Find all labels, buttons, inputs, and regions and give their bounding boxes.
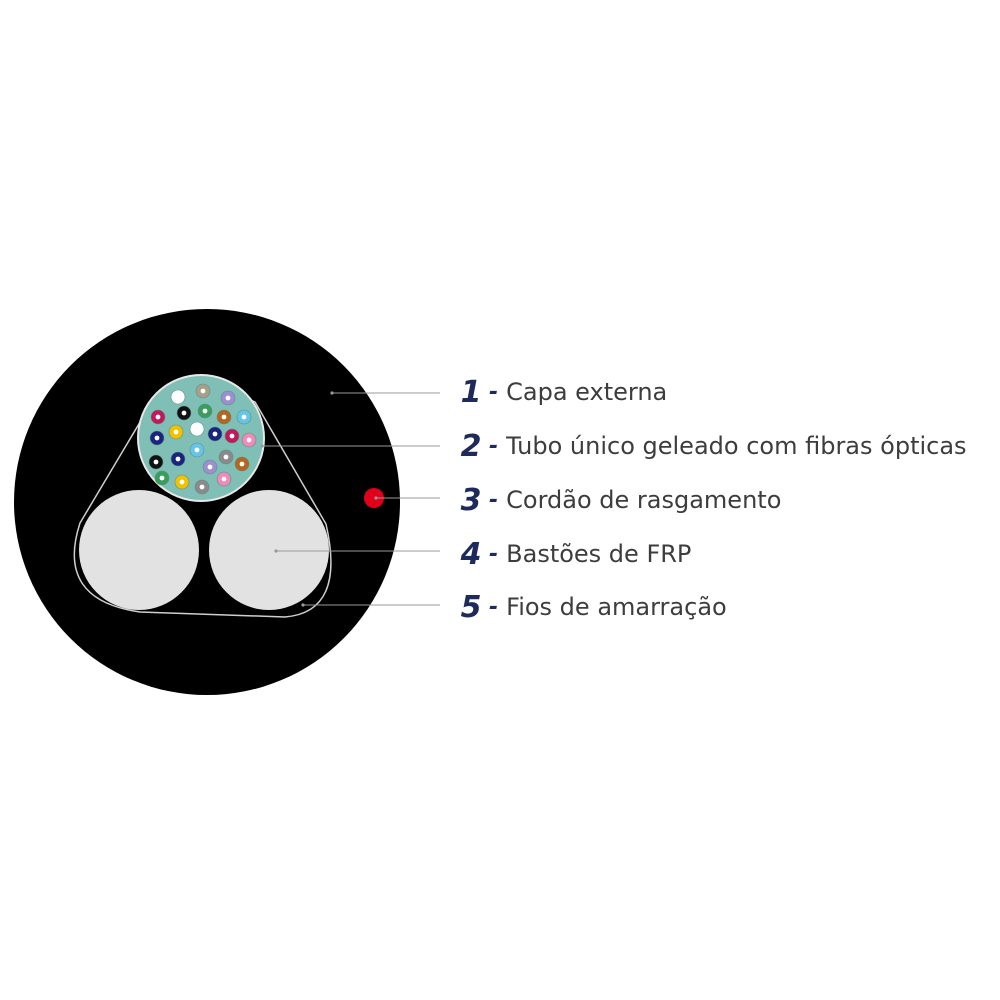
fiber-core [246, 437, 252, 443]
fiber-core [194, 426, 200, 432]
legend-number: 4 [460, 536, 482, 572]
frp-rod-left [79, 490, 199, 610]
leader-endpoint [260, 444, 264, 448]
optical-fibers [148, 383, 257, 495]
legend-label: Fios de amarração [506, 593, 727, 621]
legend-item-binder-yarns: 5 - Fios de amarração [458, 585, 727, 629]
fiber-core [199, 484, 205, 490]
fiber-core [175, 456, 181, 462]
legend-label: Tubo único geleado com fibras ópticas [506, 432, 967, 460]
legend-number: 3 [460, 482, 482, 518]
legend-item-outer-jacket: 1 - Capa externa [458, 370, 668, 414]
leader-endpoint [301, 603, 305, 607]
fiber-core [221, 476, 227, 482]
legend-number: 5 [460, 589, 482, 625]
legend-dash: - [489, 433, 499, 459]
fiber-core [155, 414, 161, 420]
gel-filled-tube [137, 374, 265, 502]
leader-endpoint [274, 549, 278, 553]
fiber-core [179, 479, 185, 485]
legend-item-gel-tube: 2 - Tubo único geleado com fibras óptica… [458, 424, 967, 468]
fiber-core [200, 388, 206, 394]
fiber-core [181, 410, 187, 416]
fiber-core [159, 475, 165, 481]
fiber-core [194, 447, 200, 453]
outer-jacket [14, 309, 400, 695]
fiber-core [154, 435, 160, 441]
fiber-core [239, 461, 245, 467]
legend-number: 1 [460, 374, 482, 410]
legend-dash: - [489, 379, 499, 405]
legend-dash: - [489, 487, 499, 513]
legend-item-ripcord: 3 - Cordão de rasgamento [458, 478, 782, 522]
fiber-core [175, 394, 181, 400]
leader-endpoint [374, 496, 378, 500]
frp-rod-right [209, 490, 329, 610]
fiber-core [223, 454, 229, 460]
fiber-core [207, 464, 213, 470]
fiber-core [202, 408, 208, 414]
legend-number: 2 [460, 428, 482, 464]
fiber-core [229, 433, 235, 439]
legend-label: Bastões de FRP [506, 540, 692, 568]
legend-dash: - [489, 594, 499, 620]
fiber-core [221, 414, 227, 420]
fiber-core [173, 429, 179, 435]
fiber-core [241, 414, 247, 420]
fiber-core [225, 395, 231, 401]
legend-label: Capa externa [506, 378, 668, 406]
fiber-core [153, 459, 159, 465]
legend-dash: - [489, 541, 499, 567]
fiber-core [212, 431, 218, 437]
legend-item-frp-rods: 4 - Bastões de FRP [458, 532, 692, 576]
leader-endpoint [330, 391, 334, 395]
ripcord [364, 488, 384, 508]
leader-lines [260, 391, 440, 607]
legend-label: Cordão de rasgamento [506, 486, 782, 514]
